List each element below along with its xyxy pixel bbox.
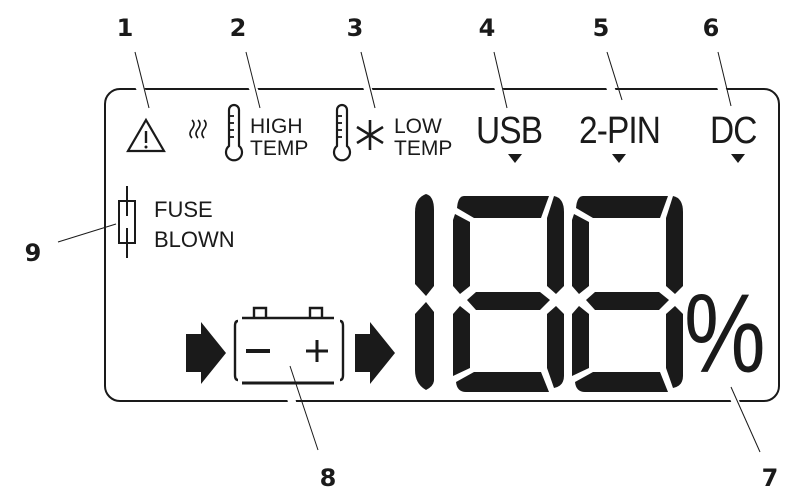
charge-in-arrow-icon	[186, 322, 226, 384]
fuse-blown-label: FUSE BLOWN	[154, 195, 235, 255]
callout-7: 7	[761, 464, 779, 492]
high-temp-line1: HIGH	[250, 115, 303, 138]
fuse-line2: BLOWN	[154, 227, 235, 252]
heat-waves-icon	[189, 119, 207, 139]
callout-6: 6	[702, 14, 720, 42]
low-temp-line2: TEMP	[394, 137, 453, 160]
seven-segment-display	[415, 194, 683, 392]
callout-4: 4	[478, 14, 496, 42]
fuse-line1: FUSE	[154, 197, 213, 222]
fuse-icon	[118, 186, 136, 258]
callout-2: 2	[229, 14, 247, 42]
callout-9: 9	[24, 239, 42, 267]
lcd-panel-outline	[104, 88, 780, 402]
heat-thermometer-icon	[224, 103, 244, 162]
high-temp-label: HIGH TEMP	[250, 116, 308, 160]
callout-1: 1	[116, 14, 134, 42]
two-pin-indicator: 2-PIN	[579, 110, 661, 152]
snowflake-icon	[356, 120, 384, 150]
percent-unit: %	[684, 271, 766, 396]
callout-3: 3	[346, 14, 364, 42]
two-pin-arrow-icon	[612, 154, 626, 163]
low-temp-line1: LOW	[394, 115, 442, 138]
battery-icon	[233, 306, 345, 385]
charge-out-arrow-icon	[355, 322, 395, 384]
warning-triangle-icon	[126, 117, 166, 153]
low-temp-label: LOW TEMP	[394, 116, 452, 160]
usb-arrow-icon	[508, 154, 522, 163]
callout-8: 8	[319, 464, 337, 492]
high-temp-line2: TEMP	[250, 137, 309, 160]
dc-arrow-icon	[731, 154, 745, 163]
callout-5: 5	[592, 14, 610, 42]
dc-indicator: DC	[710, 110, 757, 152]
cold-thermometer-icon	[332, 103, 352, 162]
usb-indicator: USB	[476, 110, 543, 152]
